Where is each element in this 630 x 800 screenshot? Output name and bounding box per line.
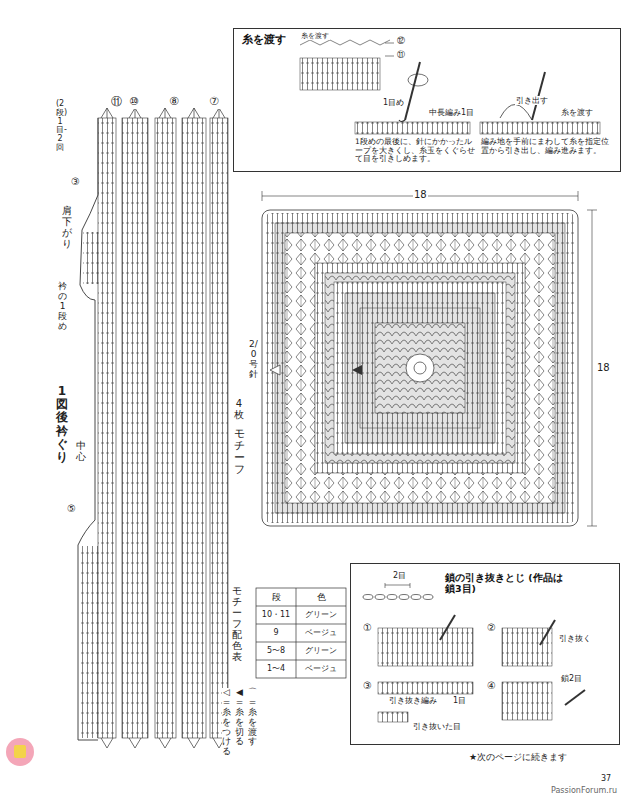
chart-note: (2段)1目-2回 <box>56 100 64 153</box>
round-number: ⑪ <box>110 96 123 109</box>
step-number: ③ <box>362 680 373 692</box>
chart-title: 1 図 後衿ぐり <box>56 385 68 464</box>
callout-label: 2目 <box>392 571 407 580</box>
table-cell: グリーン <box>304 610 338 619</box>
instruction-box: 鎖の引き抜きとじ (作品は鎖3目) <box>350 563 620 745</box>
slip-stitch-join-illustration <box>363 583 585 722</box>
callout-label: 1目め <box>382 98 405 107</box>
table-cell: ベージュ <box>304 628 338 637</box>
color-table-grid <box>256 588 346 678</box>
table-cell: 5〜8 <box>266 646 286 655</box>
table-cell: 段 <box>271 592 282 602</box>
back-chart <box>78 108 228 748</box>
callout-label: 引き抜く <box>558 634 592 643</box>
callout-label: 糸を渡す <box>560 108 594 117</box>
callout-label: 鎖2目 <box>560 674 583 683</box>
legend-entry: ◁ = 糸をつける <box>222 688 231 757</box>
step-number: ② <box>486 622 497 634</box>
chart-note: 糸を渡す <box>300 32 330 40</box>
carry-yarn-illustration <box>300 40 600 134</box>
watermark-logo <box>6 738 34 766</box>
chart-note: 衿の1段め <box>58 282 67 331</box>
round-number: ⑩ <box>128 96 140 109</box>
step-number: ④ <box>486 680 497 692</box>
callout-label: 中長編み1目 <box>428 108 475 117</box>
page-note: ★次のページに続きます <box>468 752 568 762</box>
step-number: ① <box>362 622 373 634</box>
table-title: モチーフ配色表 <box>232 585 242 662</box>
hook-size: 2/0号針 <box>249 340 258 380</box>
box-heading: 鎖の引き抜きとじ (作品は鎖3目) <box>443 572 567 595</box>
motif-label: 4枚 <box>234 398 244 420</box>
table-cell: グリーン <box>304 646 338 655</box>
motif-chart <box>262 191 597 526</box>
page-number: 37 <box>600 774 612 783</box>
legend-entry: ⌒ = 糸を渡す <box>248 688 257 747</box>
instruction-text: 編み地を手前にまわして糸を指定位置から引き出し、編み進みます。 <box>480 138 614 155</box>
table-cell: 10・11 <box>261 610 291 619</box>
watermark: PassionForum.ru <box>550 786 618 795</box>
callout-label: 引き出す <box>515 96 549 105</box>
chart-note: 中心 <box>76 440 86 462</box>
table-cell: 1〜4 <box>266 664 286 673</box>
motif-label: モチーフ <box>234 428 245 476</box>
table-cell: 9 <box>272 628 279 637</box>
table-cell: 色 <box>316 592 327 602</box>
instruction-text: 1段めの最後に、針にかかったループを大きくし、糸玉をくぐらせて目を引きしめます。 <box>354 138 478 164</box>
chart-note: 肩下がり <box>62 205 72 249</box>
round-number: ⑫ <box>396 36 406 45</box>
callout-label: 引き抜き編み <box>388 696 438 705</box>
dimension: 18 <box>596 362 611 374</box>
round-number: ⑤ <box>66 503 77 515</box>
round-number: ⑧ <box>168 96 180 109</box>
table-cell: ベージュ <box>304 664 338 673</box>
round-number: ⑪ <box>396 50 406 59</box>
box-heading: 糸を渡す <box>240 33 288 46</box>
round-number: ③ <box>70 176 81 188</box>
callout-label: 引き抜いた目 <box>412 722 462 731</box>
callout-label: 1目 <box>452 696 467 705</box>
round-number: ⑦ <box>208 96 220 109</box>
dimension: 18 <box>413 189 428 201</box>
legend-entry: ◀ = 糸を切る <box>235 688 244 747</box>
